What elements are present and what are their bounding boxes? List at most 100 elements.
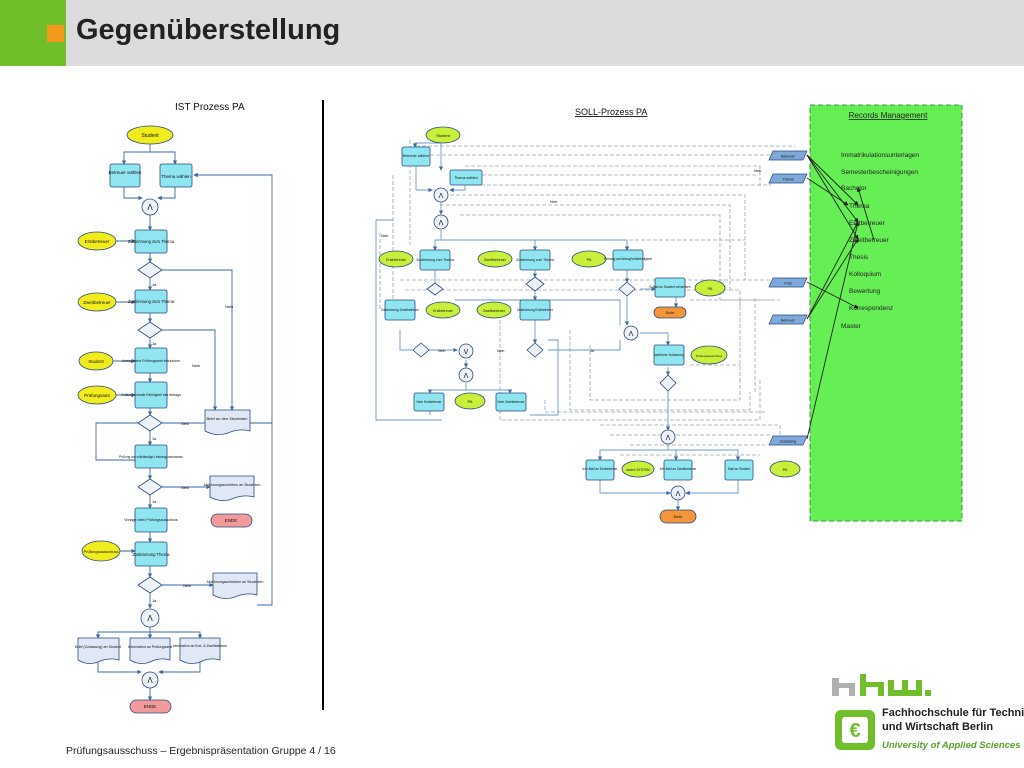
ist-title: IST Prozess PA bbox=[175, 102, 245, 113]
svg-text:Λ: Λ bbox=[439, 220, 444, 227]
records-item-2: Semesterbescheinigungen bbox=[841, 169, 918, 176]
ist-label-nein-2: Nein bbox=[192, 363, 200, 368]
ist-ablehnung-2: Ablehnungsschreiben an Studenten bbox=[207, 580, 264, 584]
soll-control-flows bbox=[375, 142, 741, 511]
ist-label-ja-1: Ja bbox=[152, 282, 157, 287]
soll-label-ja-1: Ja bbox=[590, 349, 594, 353]
ist-process: IST Prozess PA bbox=[75, 102, 273, 714]
soll-pa-4: PA bbox=[783, 468, 788, 472]
soll-label-nein-4: Nein bbox=[438, 349, 445, 353]
records-item-8: Kolloquium bbox=[849, 271, 881, 278]
ist-vorlage-ausschuss: Vorlage beim Prüfungsausschuss bbox=[124, 518, 178, 522]
soll-erstbetreuer: Erstbetreuer bbox=[386, 258, 407, 262]
soll-zweitbetreuer-2: Zweitbetreuer bbox=[483, 309, 506, 313]
soll-betreuer-waehlen: Betreuer wählen bbox=[403, 154, 429, 158]
soll-info-zweitbetreuer: Info Mail an Zweitbetreuer bbox=[660, 467, 698, 471]
ist-thema-waehlen: Thema wählen bbox=[161, 174, 191, 179]
soll-doc-post: Post bbox=[784, 282, 791, 286]
ist-zustimmung-thema-3: Zustimmung Thema bbox=[132, 552, 170, 557]
soll-nein-erstbetreuer: Nein Erstbetreuer bbox=[417, 400, 443, 404]
records-title: Records Management bbox=[849, 111, 928, 120]
ist-label-nein-1: Nein bbox=[225, 304, 233, 309]
soll-doc-zulassung: Zulassung bbox=[780, 440, 797, 444]
svg-text:Λ: Λ bbox=[147, 614, 153, 623]
svg-text:Λ: Λ bbox=[147, 676, 153, 685]
soll-mail-student: Mail an Student bbox=[728, 467, 750, 471]
ist-info-pa: Information an Prüfungsamt bbox=[128, 645, 172, 649]
ist-role-zweitbetreuer: Zweitbetreuer bbox=[83, 300, 111, 305]
svg-text:Λ: Λ bbox=[439, 193, 444, 200]
ist-role-pruefungsamt: Prüfungsamt bbox=[84, 393, 110, 398]
soll-thema-waehlen: Thema wählen bbox=[454, 176, 478, 180]
process-divider bbox=[322, 100, 324, 710]
ist-label-nein-3: Nein bbox=[181, 421, 189, 426]
ist-pruefung-formal: Prüfung formale Richtigkeit des Antrags bbox=[121, 393, 181, 397]
soll-zweitbetreuer: Zweitbetreuer bbox=[484, 258, 507, 262]
ist-start-student: Student bbox=[141, 133, 159, 139]
ist-label-ja-5: Ja bbox=[152, 598, 157, 603]
soll-start-student: Student bbox=[436, 133, 451, 138]
ist-label-ja-4: Ja bbox=[152, 499, 157, 504]
ist-label-ja-3: Ja bbox=[152, 436, 157, 441]
records-item-4: Thema bbox=[849, 203, 870, 210]
svg-text:Λ: Λ bbox=[666, 435, 671, 442]
soll-info-erstbetreuer: Info Mail an Erstbetreuer bbox=[583, 467, 619, 471]
soll-nein-zweitbetreuer: Nein Zweitbetreuer bbox=[498, 400, 526, 404]
ist-zustimmung-thema-2: Zustimmung zum Thema bbox=[128, 299, 175, 304]
soll-zustimmung-erstbetreuer: Zustimmung Erstbetreuer bbox=[517, 308, 554, 312]
logo-line-2: und Wirtschaft Berlin bbox=[882, 721, 994, 733]
svg-text:Λ: Λ bbox=[464, 373, 469, 380]
ist-role-erstbetreuer: Erstbetreuer bbox=[85, 239, 110, 244]
ist-zustimmung-thema-1: Zustimmung zum Thema bbox=[128, 239, 175, 244]
records-item-1: Immatrikulationsunterlagen bbox=[841, 152, 919, 159]
slide-footer: Prüfungsausschuss – Ergebnispräsentation… bbox=[66, 745, 336, 757]
soll-pa-2: PA bbox=[708, 287, 713, 291]
ist-ende-2: ENDE bbox=[144, 704, 157, 709]
logo-line-3: University of Applied Sciences bbox=[882, 740, 1021, 751]
header-orange-square bbox=[47, 25, 64, 42]
soll-ende-1: Ende bbox=[666, 311, 675, 315]
soll-title: SOLL-Prozess PA bbox=[575, 107, 647, 117]
ist-betreuer-waehlen: Betreuer wählen bbox=[109, 170, 142, 175]
soll-dashed-flows bbox=[379, 140, 795, 456]
records-item-9: Bewertung bbox=[849, 288, 880, 295]
ist-brief-zulassung: Brief (Zulassung) an Student bbox=[75, 645, 121, 649]
ist-and-gate-1: Λ bbox=[147, 203, 153, 212]
ist-connectors bbox=[95, 144, 273, 701]
svg-text:€: € bbox=[849, 720, 860, 742]
ist-label-ja-2: Ja bbox=[152, 341, 157, 346]
soll-zustimmung-zweitbetreuer: Zustimmung Zweitbetreuer bbox=[381, 308, 420, 312]
soll-setzen-system: setzen SYSTEM bbox=[626, 468, 650, 472]
htw-logo: € bbox=[832, 674, 931, 750]
records-links bbox=[806, 154, 875, 440]
ist-role-pruefungsausschuss: Prüfungsausschuss bbox=[84, 549, 119, 554]
soll-erstbetreuer-2: Erstbetreuer bbox=[433, 309, 454, 313]
soll-email-student: E-Mail an Student versenden bbox=[649, 285, 690, 289]
records-item-6: Zweitbetreuer bbox=[849, 237, 890, 244]
soll-label-nein-3: Nein bbox=[754, 169, 761, 173]
ist-ablehnung-1: Ablehnungsschreiben an Studenten bbox=[204, 483, 261, 487]
records-item-3: Bachelor bbox=[841, 185, 867, 192]
soll-doc-betreuer-2: Betreuer bbox=[781, 319, 796, 323]
svg-text:Λ: Λ bbox=[629, 331, 634, 338]
records-management: Records Management Immatrikulationsunter… bbox=[806, 104, 963, 522]
ist-label-nein-5: Nein bbox=[183, 583, 191, 588]
ist-ende-1: ENDE bbox=[225, 518, 238, 523]
soll-process: SOLL-Prozess PA bbox=[375, 107, 808, 524]
ist-info-betreuer: Information an Erst- & Zweitbetreuer bbox=[173, 644, 229, 648]
soll-zustimmung-2: Zustimmung zum Thema bbox=[516, 258, 554, 262]
ist-label-nein-4: Nein bbox=[181, 485, 189, 490]
soll-label-nein-1: Nein bbox=[381, 234, 388, 238]
records-item-11: Master bbox=[841, 323, 862, 330]
soll-doc-betreuer: Betreuer bbox=[781, 155, 796, 159]
soll-doc-thema: Thema bbox=[782, 178, 793, 182]
soll-pruefung-antrag: Prüfung auf Antrag/Vollständigkeit bbox=[604, 257, 652, 261]
soll-pa-1: PA bbox=[587, 258, 592, 262]
ist-antrag-einreichen: Antrag beim Prüfungsamt einreichen bbox=[122, 359, 180, 363]
soll-pruefungsausschuss: Prüfungsausschuss bbox=[696, 354, 723, 358]
records-item-5: Erstbetreuer bbox=[849, 220, 886, 227]
soll-label-nein-5: Nein bbox=[497, 349, 504, 353]
soll-ende-2: Ende bbox=[674, 515, 683, 519]
soll-fachliche-zulassung: fachliche Zulassung bbox=[654, 353, 684, 357]
